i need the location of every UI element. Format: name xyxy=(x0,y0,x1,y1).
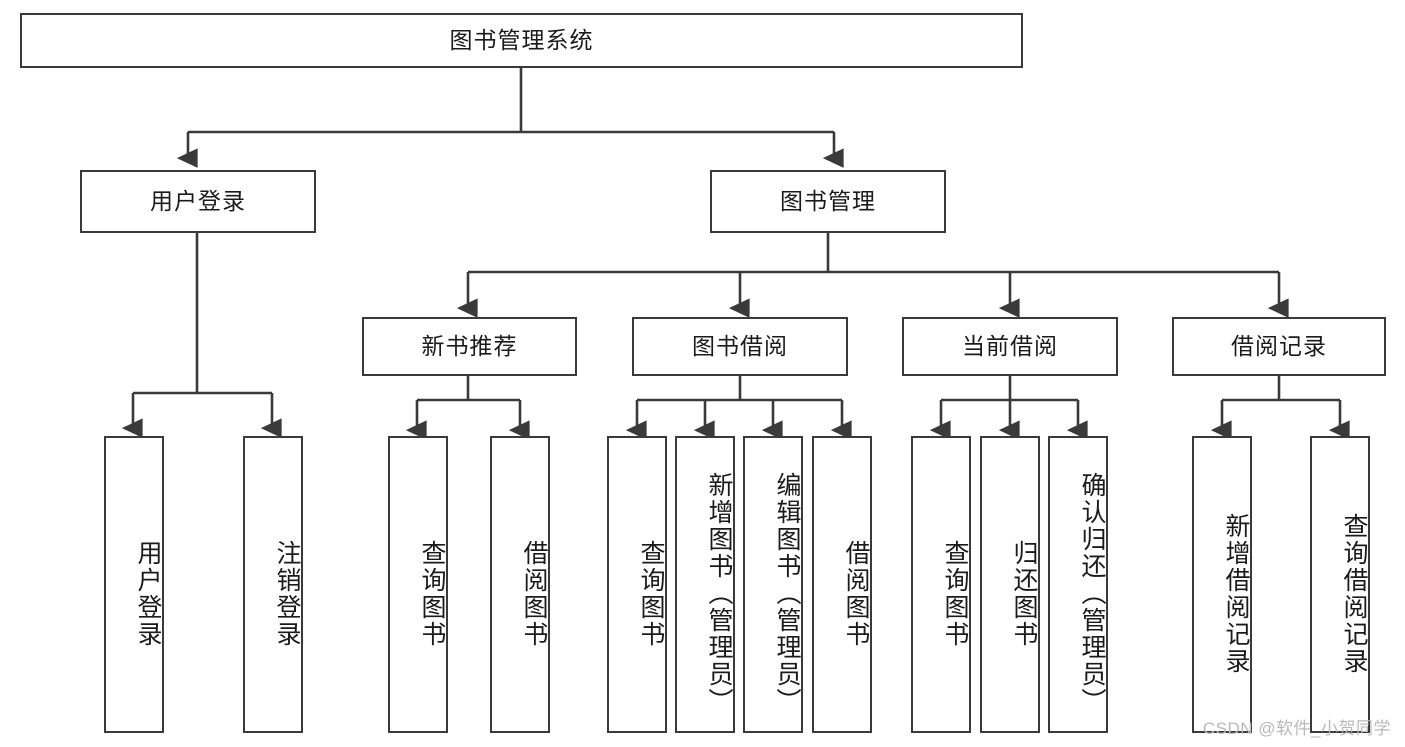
node-book-management[interactable]: 图书管理 xyxy=(710,170,946,233)
node-leaf-edit-book[interactable]: 编辑图书（管理员） xyxy=(743,436,803,733)
node-leaf-confirm-return[interactable]: 确认归还（管理员） xyxy=(1048,436,1108,733)
node-label: 注销登录 xyxy=(273,539,301,648)
node-leaf-query-borrow-record[interactable]: 查询借阅记录 xyxy=(1310,436,1370,733)
node-borrow-record[interactable]: 借阅记录 xyxy=(1172,317,1386,376)
node-current-borrow[interactable]: 当前借阅 xyxy=(902,317,1118,376)
node-label: 归还图书 xyxy=(1010,539,1038,648)
node-label: 编辑图书（管理员） xyxy=(773,472,801,715)
node-leaf-add-borrow-record[interactable]: 新增借阅记录 xyxy=(1192,436,1252,733)
node-leaf-return-book[interactable]: 归还图书 xyxy=(980,436,1040,733)
node-leaf-query-books-1[interactable]: 查询图书 xyxy=(388,436,448,733)
node-book-borrow[interactable]: 图书借阅 xyxy=(632,317,848,376)
node-user-login[interactable]: 用户登录 xyxy=(80,170,316,233)
node-leaf-query-books-3[interactable]: 查询图书 xyxy=(911,436,971,733)
node-book-management-system[interactable]: 图书管理系统 xyxy=(20,13,1023,68)
node-label: 查询图书 xyxy=(418,539,446,648)
node-label: 借阅图书 xyxy=(842,539,870,648)
node-label: 当前借阅 xyxy=(962,332,1058,359)
node-label: 查询图书 xyxy=(637,539,665,648)
node-label: 查询借阅记录 xyxy=(1340,512,1368,675)
node-label: 图书借阅 xyxy=(692,332,788,359)
node-label: 确认归还（管理员） xyxy=(1078,472,1106,715)
node-label: 用户登录 xyxy=(134,539,162,648)
node-label: 新增借阅记录 xyxy=(1222,512,1250,675)
node-leaf-logout-login[interactable]: 注销登录 xyxy=(243,436,303,733)
node-label: 查询图书 xyxy=(941,539,969,648)
node-leaf-query-books-2[interactable]: 查询图书 xyxy=(607,436,667,733)
node-label: 借阅图书 xyxy=(520,539,548,648)
node-new-book-recommend[interactable]: 新书推荐 xyxy=(362,317,577,376)
node-label: 用户登录 xyxy=(150,187,246,214)
node-label: 图书管理 xyxy=(780,187,876,214)
node-label: 图书管理系统 xyxy=(449,26,594,53)
node-label: 新书推荐 xyxy=(421,332,518,359)
node-label: 借阅记录 xyxy=(1231,332,1327,359)
node-label: 新增图书（管理员） xyxy=(705,472,733,715)
node-leaf-add-book[interactable]: 新增图书（管理员） xyxy=(675,436,735,733)
node-leaf-borrow-books-1[interactable]: 借阅图书 xyxy=(490,436,550,733)
node-leaf-user-login[interactable]: 用户登录 xyxy=(104,436,164,733)
node-leaf-borrow-books-2[interactable]: 借阅图书 xyxy=(812,436,872,733)
watermark: CSDN @软件_小贺同学 xyxy=(1202,719,1391,738)
